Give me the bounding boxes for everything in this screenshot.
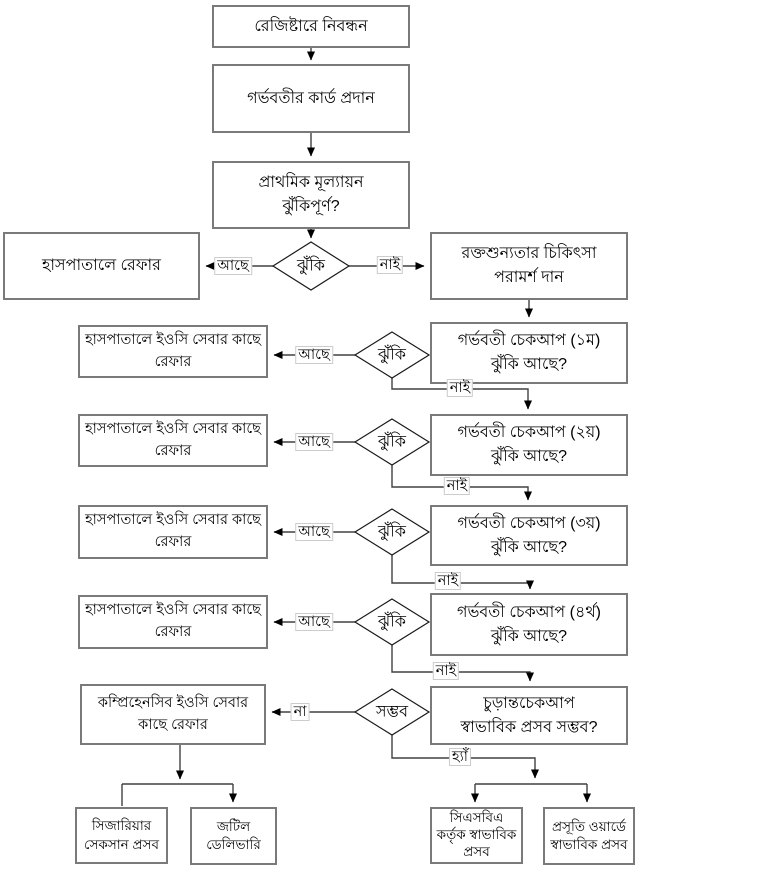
node-maternity-line2: স্বাভাবিক প্রসব — [550, 837, 628, 852]
decision-possible-label: সম্ভব — [375, 703, 409, 721]
node-initial-assessment: প্রাথমিক মূল্যায়ন ঝুঁকিপূর্ণ? — [212, 161, 410, 229]
node-final-checkup: চুড়ান্তচেকআপ স্বাভাবিক প্রসব সম্ভব? — [430, 686, 628, 745]
decision-risk-4-shape — [353, 598, 431, 646]
decision-risk-1-shape — [353, 331, 431, 379]
node-refer-comprehensive-line1: কম্প্রিহেনসিব ইওসি সেবার — [97, 694, 249, 711]
node-complicated-line2: ডেলিভারি — [206, 837, 261, 852]
edge-label-nai-1: নাই — [446, 379, 474, 397]
node-final-checkup-line2: স্বাভাবিক প্রসব সম্ভব? — [460, 718, 598, 736]
node-maternity-ward-delivery: প্রসূতি ওয়ার্ডে স্বাভাবিক প্রসব — [543, 807, 635, 865]
decision-risk-2-shape — [353, 418, 431, 466]
node-refer-comprehensive-eoc: কম্প্রিহেনসিব ইওসি সেবার কাছে রেফার — [80, 684, 266, 745]
node-refer-eoc-3-line1: হাসপাতালে ইওসি সেবার কাছে — [85, 512, 261, 529]
node-refer-eoc-4-line2: রেফার — [154, 624, 192, 640]
edge-label-ache-2: আছে — [295, 433, 333, 451]
edge-label-ache-4: আছে — [295, 613, 333, 631]
node-refer-eoc-2-line1: হাসপাতালে ইওসি সেবার কাছে — [85, 420, 261, 437]
node-initial-assessment-line2: ঝুঁকিপূর্ণ? — [282, 198, 340, 215]
edge-label-nai-2: নাই — [443, 477, 471, 495]
node-checkup-4-line1: গর্ভবতী চেকআপ (৪র্থ) — [456, 603, 602, 621]
node-refer-eoc-2-line2: রেফার — [154, 442, 192, 459]
node-refer-eoc-1-line2: রেফার — [154, 353, 192, 370]
node-checkup-1-line1: গর্ভবতী চেকআপ (১ম) — [457, 332, 601, 349]
node-complicated-line1: জটিল — [216, 818, 251, 834]
node-cesarean-delivery: সিজারিয়ার সেকসান প্রসব — [75, 807, 168, 864]
node-checkup-2-line2: ঝুঁকি আছে? — [490, 448, 567, 465]
node-register: রেজিষ্টারে নিবন্ধন — [212, 5, 410, 48]
node-checkup-2: গর্ভবতী চেকআপ (২য়) ঝুঁকি আছে? — [430, 414, 628, 476]
node-maternity-line1: প্রসূতি ওয়ার্ডে — [552, 818, 626, 834]
node-checkup-4-line2: ঝুঁকি আছে? — [490, 627, 567, 645]
node-refer-eoc-1: হাসপাতালে ইওসি সেবার কাছে রেফার — [78, 325, 268, 378]
node-refer-eoc-3-line2: রেফার — [154, 534, 192, 550]
node-checkup-1: গর্ভবতী চেকআপ (১ম) ঝুঁকি আছে? — [430, 322, 628, 384]
edge-label-hya: হ্যাঁ — [448, 748, 472, 766]
node-refer-comprehensive-line2: কাছে রেফার — [138, 716, 208, 733]
node-checkup-4: গর্ভবতী চেকআপ (৪র্থ) ঝুঁকি আছে? — [430, 593, 628, 656]
decision-risk-4-label: ঝুঁকি — [378, 613, 406, 631]
node-cesarean-line1: সিজারিয়ার — [91, 818, 152, 834]
node-refer-eoc-3: হাসপাতালে ইওসি সেবার কাছে রেফার — [78, 505, 268, 559]
node-initial-assessment-line1: প্রাথমিক মূল্যায়ন — [258, 174, 364, 191]
node-refer-eoc-4-line1: হাসপাতালে ইওসি সেবার কাছে — [85, 602, 261, 619]
node-refer-hospital: হাসপাতালে রেফার — [3, 232, 200, 300]
edge-label-na: না — [290, 703, 310, 721]
node-refer-eoc-4: হাসপাতালে ইওসি সেবার কাছে রেফার — [78, 595, 268, 649]
decision-risk-3-shape — [353, 508, 431, 556]
edge-label-ache-1: আছে — [295, 346, 333, 364]
arrow-risk4-to-final-checkup — [391, 645, 534, 682]
edge-label-ache-initial: আছে — [214, 257, 252, 275]
node-checkup-2-line1: গর্ভবতী চেকআপ (২য়) — [457, 424, 601, 441]
node-checkup-1-line2: ঝুঁকি আছে? — [490, 356, 567, 373]
node-anemia-treatment-line1: রক্তশুন্যতার চিকিৎসা — [461, 245, 597, 262]
edge-label-nai-3: নাই — [434, 572, 462, 590]
node-register-text: রেজিষ্টারে নিবন্ধন — [254, 17, 368, 35]
node-csba-line2: কর্তৃক স্বাভাবিক — [436, 827, 517, 843]
node-pregnancy-card-text: গর্ভবতীর কার্ড প্রদান — [247, 89, 375, 107]
node-anemia-treatment: রক্তশুন্যতার চিকিৎসা পরামর্শ দান — [430, 232, 628, 300]
node-csba-line3: প্রসব — [463, 843, 490, 859]
decision-risk-2-label: ঝুঁকি — [378, 433, 406, 451]
node-refer-eoc-2: হাসপাতালে ইওসি সেবার কাছে রেফার — [78, 414, 268, 467]
decision-possible-shape — [353, 688, 431, 736]
node-pregnancy-card: গর্ভবতীর কার্ড প্রদান — [212, 64, 410, 133]
node-refer-hospital-text: হাসপাতালে রেফার — [42, 257, 161, 274]
edge-label-nai-4: নাই — [432, 662, 460, 680]
node-final-checkup-line1: চুড়ান্তচেকআপ — [483, 694, 575, 712]
decision-risk-initial-shape — [271, 241, 351, 291]
edge-label-nai-initial: নাই — [376, 256, 404, 274]
node-csba-line1: সিএসবিএ — [449, 810, 504, 826]
node-checkup-3-line1: গর্ভবতী চেকআপ (৩য়) — [457, 514, 601, 532]
node-checkup-3-line2: ঝুঁকি আছে? — [490, 538, 567, 556]
decision-risk-3-label: ঝুঁকি — [378, 523, 406, 541]
decision-risk-1-label: ঝুঁকি — [378, 346, 406, 364]
node-checkup-3: গর্ভবতী চেকআপ (৩য়) ঝুঁকি আছে? — [430, 505, 628, 566]
node-cesarean-line2: সেকসান প্রসব — [84, 836, 159, 852]
node-csba-delivery: সিএসবিএ কর্তৃক স্বাভাবিক প্রসব — [430, 807, 523, 864]
node-complicated-delivery: জটিল ডেলিভারি — [190, 807, 277, 865]
edge-label-ache-3: আছে — [295, 523, 333, 541]
node-refer-eoc-1-line1: হাসপাতালে ইওসি সেবার কাছে — [85, 331, 261, 348]
node-anemia-treatment-line2: পরামর্শ দান — [494, 269, 564, 286]
decision-risk-initial-label: ঝুঁকি — [297, 257, 325, 275]
